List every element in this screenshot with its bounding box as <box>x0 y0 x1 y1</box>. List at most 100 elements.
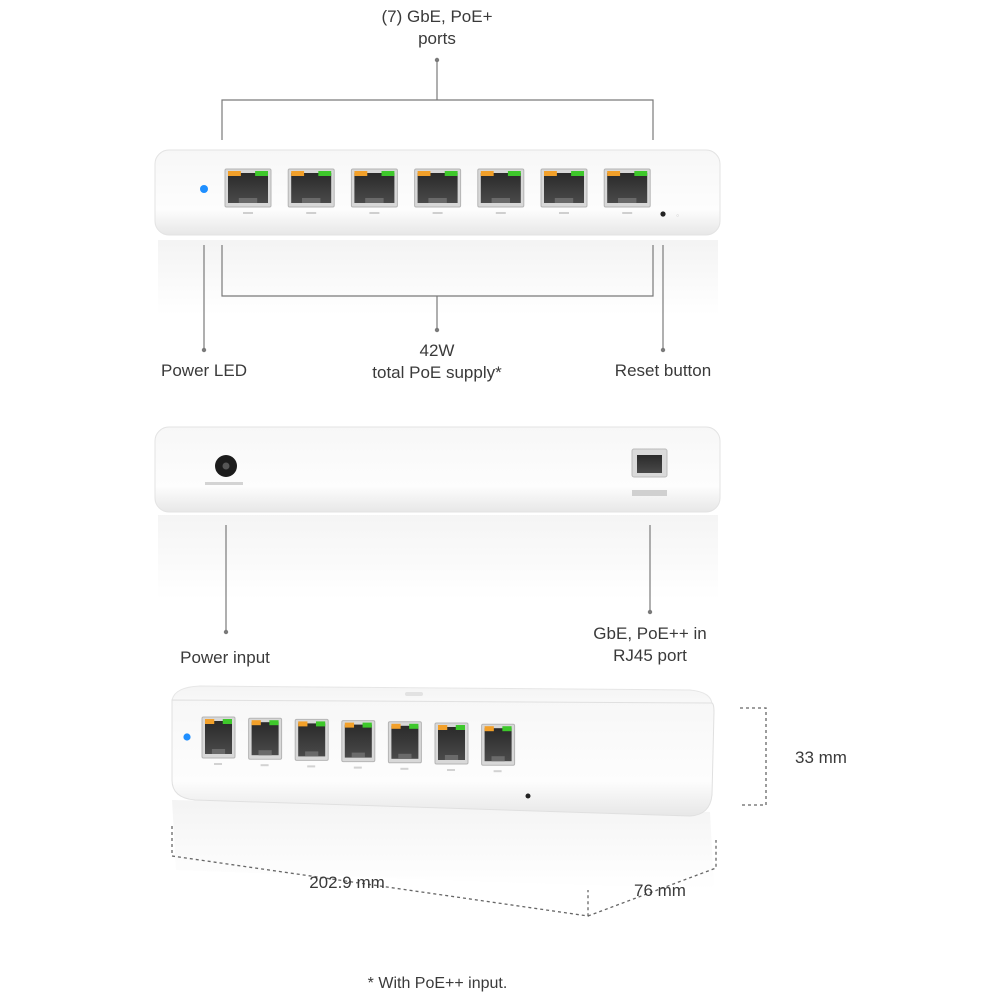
port-led-green <box>571 171 584 176</box>
port-led-amber <box>251 720 261 726</box>
port-led-amber <box>480 171 494 176</box>
rj45-port-icon <box>294 718 329 761</box>
port-led-amber <box>484 726 494 732</box>
port-led-green <box>222 719 232 724</box>
port-number-mark <box>400 767 409 770</box>
top-logo <box>405 692 423 696</box>
back-chassis <box>154 426 721 513</box>
port-led-amber <box>354 171 368 176</box>
height-dimension <box>740 707 767 806</box>
perspective-reflection <box>172 800 714 890</box>
uplink-leader-dot <box>647 609 653 615</box>
uplink-line1: GbE, PoE++ in <box>593 624 707 643</box>
reset-button-label: Reset button <box>614 361 712 380</box>
width-dimension-label: 202.9 mm <box>309 873 385 892</box>
front-port-row <box>224 168 651 214</box>
rj45-port-icon <box>224 168 272 208</box>
rj45-port-icon <box>481 723 516 766</box>
power-led-label: Power LED <box>161 361 247 380</box>
back-reflection <box>158 515 718 600</box>
power-input-pin <box>222 462 230 470</box>
footnote: * With PoE++ input. <box>367 975 508 992</box>
poe-bracket-dot <box>434 327 440 333</box>
poe-supply-line2: total PoE supply* <box>372 363 502 382</box>
rj45-port-icon <box>540 168 588 208</box>
port-led-green <box>634 171 648 176</box>
port-number-mark <box>243 212 253 214</box>
power-input-leader-dot <box>223 629 229 635</box>
reset-button-hole <box>660 211 666 217</box>
port-led-amber <box>298 721 308 727</box>
rj45-port-icon <box>434 722 469 765</box>
ports-label-line1: (7) GbE, PoE+ <box>381 7 493 26</box>
power-input-mark <box>205 482 243 485</box>
dimension-lines <box>171 707 767 917</box>
rj45-port-icon <box>414 168 462 208</box>
port-led-amber <box>391 723 401 729</box>
port-led-amber <box>417 171 431 176</box>
perspective-port-row <box>201 716 516 773</box>
poe-bracket <box>221 245 654 328</box>
port-number-mark <box>306 212 317 214</box>
port-number-mark <box>353 766 362 769</box>
power-led-leader-dot <box>201 347 207 353</box>
port-led-green <box>318 171 332 176</box>
uplink-line2: RJ45 port <box>613 646 687 665</box>
port-number-mark <box>214 763 222 765</box>
rj45-port-icon <box>477 168 525 208</box>
port-led-amber <box>607 171 621 176</box>
uplink-port-label <box>632 490 667 496</box>
port-led-green <box>269 720 279 726</box>
back-view-switch <box>154 426 721 600</box>
port-number-mark <box>495 212 506 214</box>
power-input-label: Power input <box>180 648 270 667</box>
reset-mark: ○ <box>676 213 679 219</box>
rj45-port-icon <box>248 717 283 760</box>
port-number-mark <box>432 212 443 214</box>
power-led-icon <box>200 185 208 193</box>
reset-leader-dot <box>660 347 666 353</box>
rj45-port-icon <box>603 168 651 208</box>
uplink-port-label-text: GbE, PoE++ in RJ45 port <box>570 623 730 667</box>
port-number-mark <box>260 764 269 767</box>
port-led-green <box>362 722 372 728</box>
front-view-switch: ○ <box>154 149 721 315</box>
uplink-port-socket <box>637 455 662 473</box>
poe-supply-label: 42W total PoE supply* <box>337 340 537 384</box>
perspective-reset-hole <box>525 793 531 799</box>
ports-label: (7) GbE, PoE+ ports <box>337 6 537 50</box>
port-led-green <box>381 171 395 176</box>
perspective-view-switch <box>171 685 715 890</box>
port-led-green <box>255 171 268 176</box>
rj45-port-icon <box>350 168 398 208</box>
port-led-amber <box>344 722 355 728</box>
port-led-amber <box>228 171 241 176</box>
port-led-amber <box>205 719 215 724</box>
ports-bracket-dot <box>434 57 440 63</box>
port-number-mark <box>559 212 569 214</box>
rj45-port-icon <box>387 721 422 764</box>
rj45-port-icon <box>287 168 335 208</box>
port-led-green <box>315 721 326 727</box>
port-led-green <box>455 725 465 730</box>
perspective-led-icon <box>183 733 191 741</box>
width-dimension <box>171 826 589 917</box>
poe-supply-line1: 42W <box>419 341 455 360</box>
rj45-port-icon <box>341 720 376 763</box>
port-number-mark <box>307 765 316 768</box>
port-led-green <box>409 723 419 729</box>
port-led-amber <box>544 171 557 176</box>
height-dimension-label: 33 mm <box>795 748 847 767</box>
front-reflection <box>158 240 718 315</box>
port-number-mark <box>369 212 380 214</box>
port-led-green <box>502 726 512 732</box>
depth-dimension-label: 76 mm <box>634 881 686 900</box>
port-led-amber <box>438 725 448 730</box>
port-led-green <box>444 171 458 176</box>
port-led-amber <box>291 171 305 176</box>
port-number-mark <box>622 212 633 214</box>
port-number-mark <box>493 770 502 773</box>
port-led-green <box>507 171 521 176</box>
ports-label-line2: ports <box>418 29 456 48</box>
